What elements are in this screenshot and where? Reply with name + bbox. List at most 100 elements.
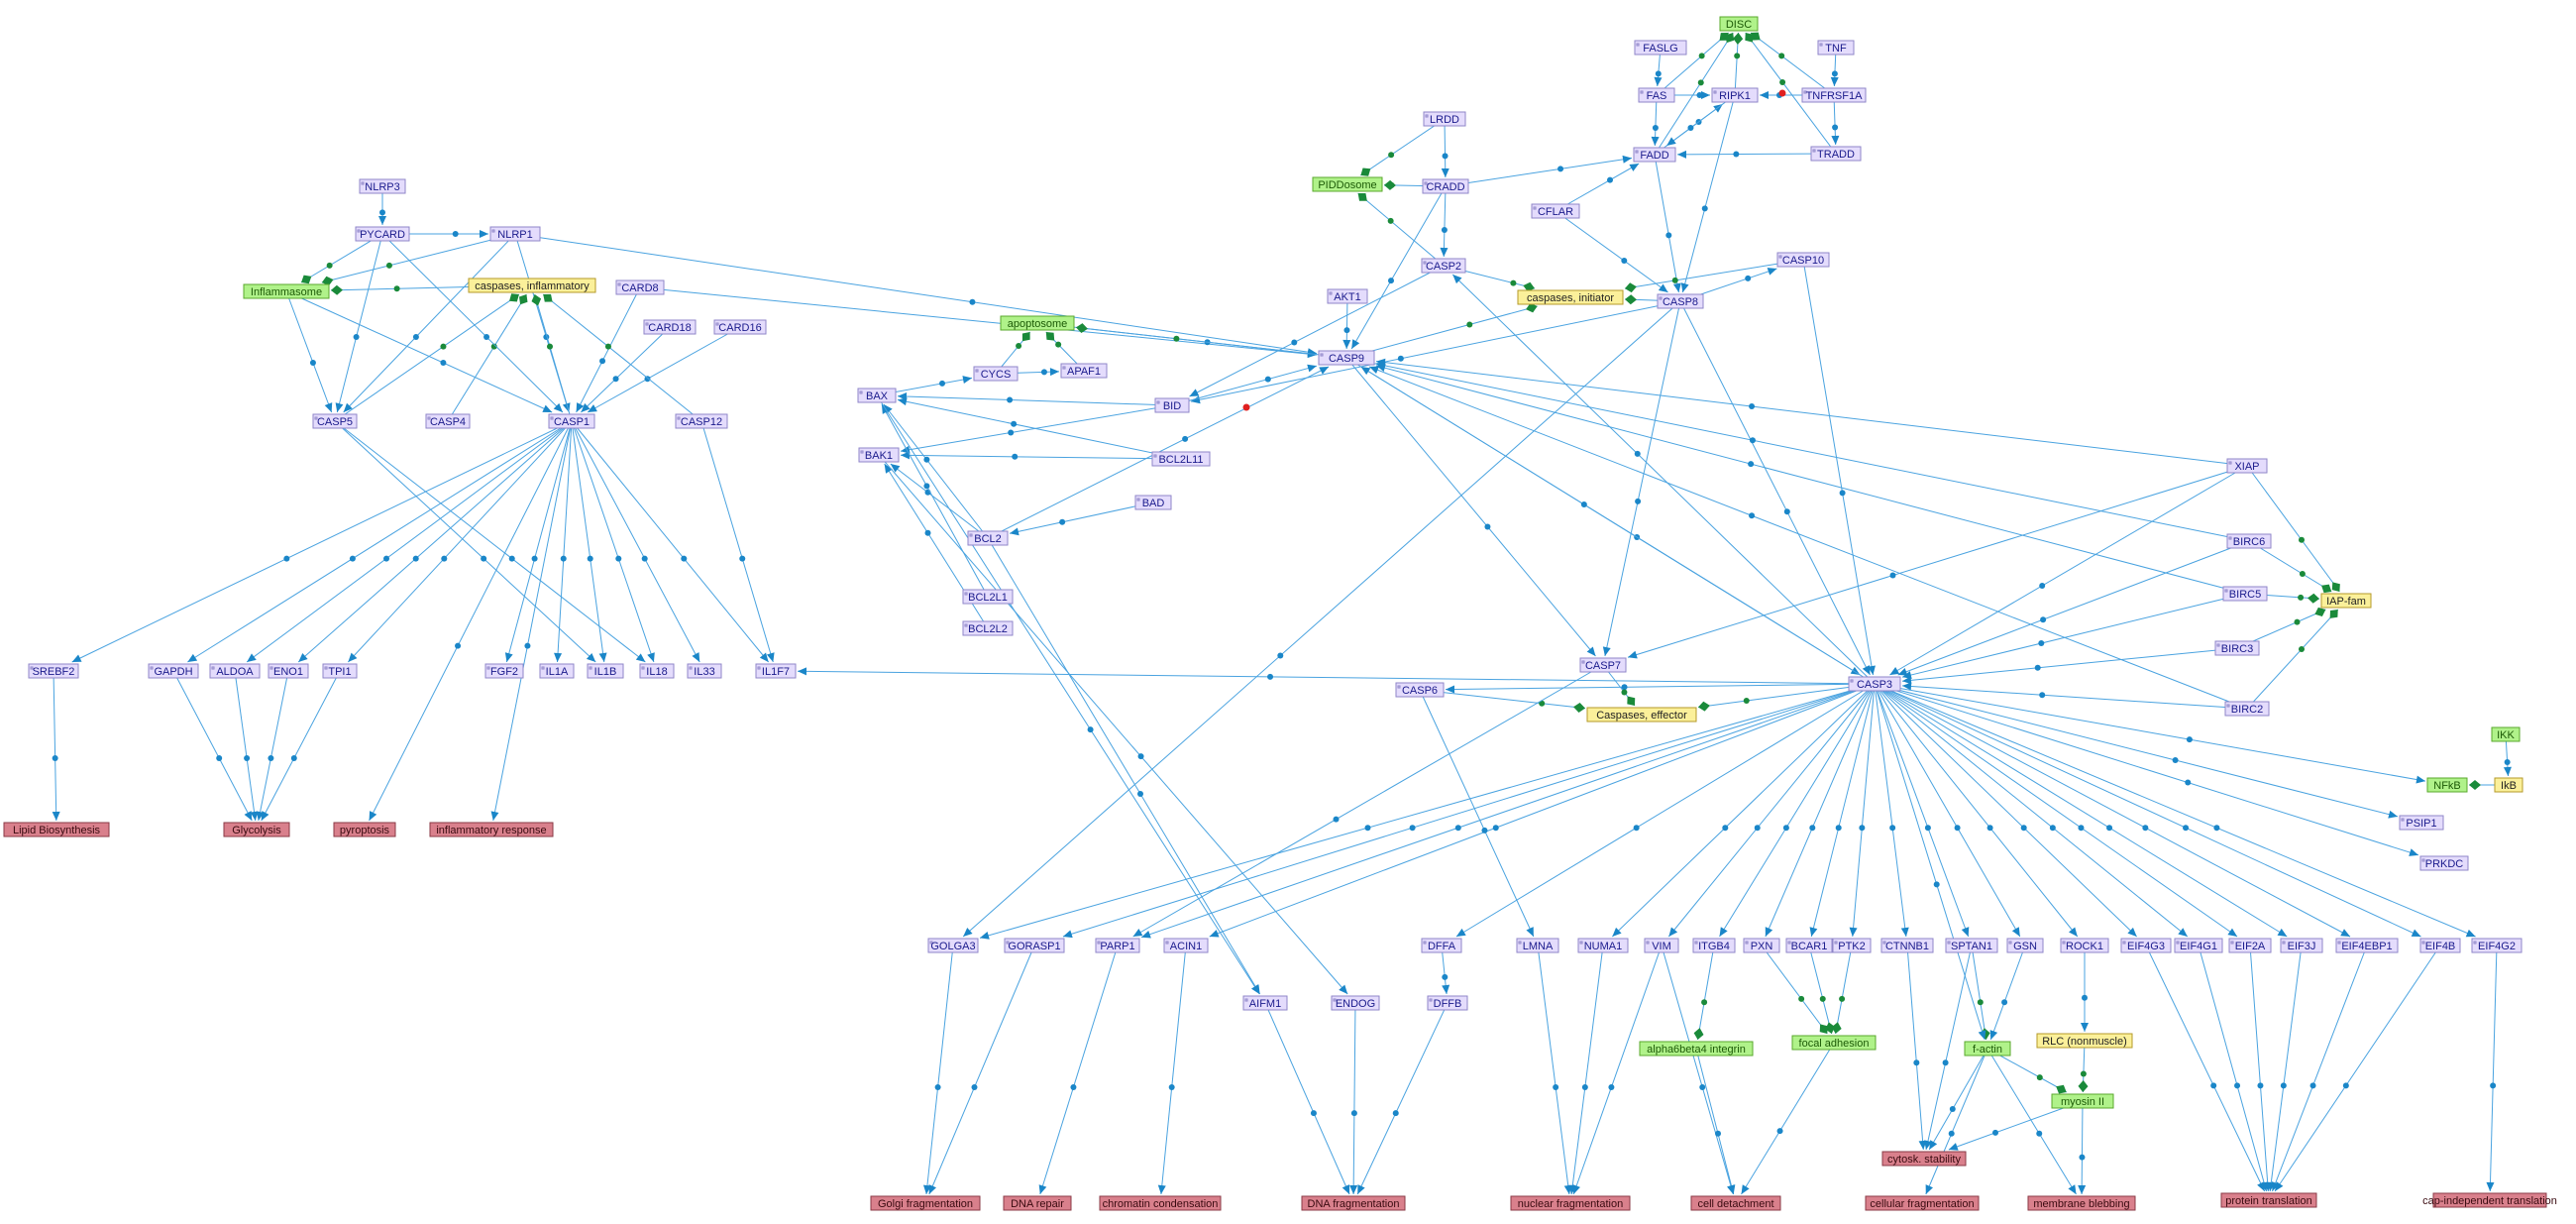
node-numa1[interactable]: NUMA1 xyxy=(1577,938,1629,953)
node-bcl2l11[interactable]: BCL2L11 xyxy=(1151,451,1211,467)
node-bcl2l1[interactable]: BCL2L1 xyxy=(962,589,1014,605)
node-eif4b[interactable]: EIF4B xyxy=(2419,938,2461,953)
node-casp7[interactable]: CASP7 xyxy=(1579,657,1627,673)
node-apaf1[interactable]: APAF1 xyxy=(1060,363,1108,379)
node-p_lipid[interactable]: Lipid Biosynthesis xyxy=(3,822,110,837)
node-ctnnb1[interactable]: CTNNB1 xyxy=(1880,938,1934,953)
node-bid[interactable]: BID xyxy=(1154,397,1190,413)
node-p_bleb[interactable]: membrane blebbing xyxy=(2027,1195,2136,1211)
node-sptan1[interactable]: SPTAN1 xyxy=(1945,938,1998,953)
node-a6b4[interactable]: alpha6beta4 integrin xyxy=(1639,1041,1754,1057)
node-apoptosome[interactable]: apoptosome xyxy=(1000,315,1075,331)
node-cradd[interactable]: CRADD xyxy=(1422,178,1469,194)
node-casp5[interactable]: CASP5 xyxy=(312,413,358,429)
node-focal[interactable]: focal adhesion xyxy=(1791,1035,1877,1051)
node-eif4g1[interactable]: EIF4G1 xyxy=(2174,938,2223,953)
node-bcl2l2[interactable]: BCL2L2 xyxy=(962,620,1014,636)
node-parp1[interactable]: PARP1 xyxy=(1095,938,1140,953)
node-iap_fam[interactable]: IAP-fam xyxy=(2320,593,2372,609)
node-il1f7[interactable]: IL1F7 xyxy=(755,663,797,679)
node-p_glyco[interactable]: Glycolysis xyxy=(223,822,290,837)
node-birc6[interactable]: BIRC6 xyxy=(2226,533,2272,549)
node-dffa[interactable]: DFFA xyxy=(1421,938,1462,953)
node-tnfrsf1a[interactable]: TNFRSF1A xyxy=(1801,87,1867,103)
node-pycard[interactable]: PYCARD xyxy=(355,226,410,242)
node-card18[interactable]: CARD18 xyxy=(643,319,697,335)
node-casp_init[interactable]: caspases, initiator xyxy=(1517,289,1624,305)
node-casp3[interactable]: CASP3 xyxy=(1848,676,1901,692)
node-bcl2[interactable]: BCL2 xyxy=(967,530,1009,546)
node-nfkb[interactable]: NFkB xyxy=(2426,777,2468,793)
node-eno1[interactable]: ENO1 xyxy=(268,663,309,679)
node-casp10[interactable]: CASP10 xyxy=(1776,252,1830,268)
node-casp6[interactable]: CASP6 xyxy=(1395,682,1445,698)
node-birc5[interactable]: BIRC5 xyxy=(2222,586,2268,602)
node-itgb4[interactable]: ITGB4 xyxy=(1692,938,1736,953)
node-cflar[interactable]: CFLAR xyxy=(1531,203,1580,219)
node-p_inflam[interactable]: inflammatory response xyxy=(429,822,554,837)
node-eif2a[interactable]: EIF2A xyxy=(2228,938,2272,953)
node-gorasp1[interactable]: GORASP1 xyxy=(1004,938,1065,953)
node-srebf2[interactable]: SREBF2 xyxy=(28,663,79,679)
node-il18[interactable]: IL18 xyxy=(639,663,675,679)
node-dffb[interactable]: DFFB xyxy=(1427,995,1468,1011)
node-nlrp3[interactable]: NLRP3 xyxy=(359,178,406,194)
node-disc[interactable]: DISC xyxy=(1719,16,1759,32)
node-lmna[interactable]: LMNA xyxy=(1516,938,1559,953)
node-ptk2[interactable]: PTK2 xyxy=(1832,938,1872,953)
node-eif4g2[interactable]: EIF4G2 xyxy=(2471,938,2522,953)
node-tpi1[interactable]: TPI1 xyxy=(322,663,358,679)
node-fadd[interactable]: FADD xyxy=(1633,147,1676,163)
node-piddosome[interactable]: PIDDosome xyxy=(1312,176,1383,192)
node-casp8[interactable]: CASP8 xyxy=(1657,293,1704,309)
node-golga3[interactable]: GOLGA3 xyxy=(927,938,979,953)
node-factin[interactable]: f-actin xyxy=(1964,1041,2011,1057)
node-inflammasome[interactable]: Inflammasome xyxy=(243,283,330,299)
node-fas[interactable]: FAS xyxy=(1638,87,1675,103)
node-casp1[interactable]: CASP1 xyxy=(548,413,595,429)
node-fgf2[interactable]: FGF2 xyxy=(484,663,524,679)
node-p_golgi[interactable]: Golgi fragmentation xyxy=(870,1195,981,1211)
node-casp2[interactable]: CASP2 xyxy=(1421,258,1466,274)
node-prkdc[interactable]: PRKDC xyxy=(2419,855,2469,871)
node-cycs[interactable]: CYCS xyxy=(973,366,1019,382)
node-gsn[interactable]: GSN xyxy=(2006,938,2044,953)
node-p_detach[interactable]: cell detachment xyxy=(1690,1195,1781,1211)
node-myosin[interactable]: myosin II xyxy=(2051,1093,2114,1109)
node-aifm1[interactable]: AIFM1 xyxy=(1242,995,1288,1011)
node-ikb[interactable]: IkB xyxy=(2494,777,2523,793)
node-eif3j[interactable]: EIF3J xyxy=(2280,938,2323,953)
node-bcar1[interactable]: BCAR1 xyxy=(1785,938,1833,953)
node-p_nucfrag[interactable]: nuclear fragmentation xyxy=(1510,1195,1631,1211)
node-pxn[interactable]: PXN xyxy=(1743,938,1780,953)
node-card8[interactable]: CARD8 xyxy=(615,279,665,295)
node-aldoa[interactable]: ALDOA xyxy=(209,663,261,679)
node-rlc[interactable]: RLC (nonmuscle) xyxy=(2036,1033,2133,1049)
node-xiap[interactable]: XIAP xyxy=(2226,458,2268,474)
node-card16[interactable]: CARD16 xyxy=(713,319,767,335)
node-fasl[interactable]: FASLG xyxy=(1634,40,1687,56)
node-psip1[interactable]: PSIP1 xyxy=(2399,815,2444,831)
node-tradd[interactable]: TRADD xyxy=(1810,146,1862,162)
node-ikk[interactable]: IKK xyxy=(2491,726,2521,742)
node-eif4ebp1[interactable]: EIF4EBP1 xyxy=(2335,938,2399,953)
node-casp9[interactable]: CASP9 xyxy=(1318,350,1375,366)
node-p_capind[interactable]: cap-independent translation xyxy=(2422,1192,2557,1208)
node-gapdh[interactable]: GAPDH xyxy=(148,663,199,679)
node-casp_eff[interactable]: Caspases, effector xyxy=(1586,707,1697,723)
node-ripk1[interactable]: RIPK1 xyxy=(1711,87,1759,103)
node-bad[interactable]: BAD xyxy=(1134,495,1172,510)
node-vim[interactable]: VIM xyxy=(1644,938,1679,953)
node-bax[interactable]: BAX xyxy=(857,388,897,403)
node-birc2[interactable]: BIRC2 xyxy=(2224,701,2270,717)
node-casp12[interactable]: CASP12 xyxy=(675,413,728,429)
node-p_dnafrag[interactable]: DNA fragmentation xyxy=(1301,1195,1406,1211)
node-endog[interactable]: ENDOG xyxy=(1331,995,1380,1011)
node-akt1[interactable]: AKT1 xyxy=(1327,288,1368,304)
node-lrdd[interactable]: LRDD xyxy=(1423,111,1466,127)
node-tnf[interactable]: TNF xyxy=(1817,40,1855,56)
node-birc3[interactable]: BIRC3 xyxy=(2214,640,2260,656)
node-p_chrom[interactable]: chromatin condensation xyxy=(1099,1195,1222,1211)
node-eif4g3[interactable]: EIF4G3 xyxy=(2120,938,2172,953)
node-p_prot[interactable]: protein translation xyxy=(2220,1192,2317,1208)
